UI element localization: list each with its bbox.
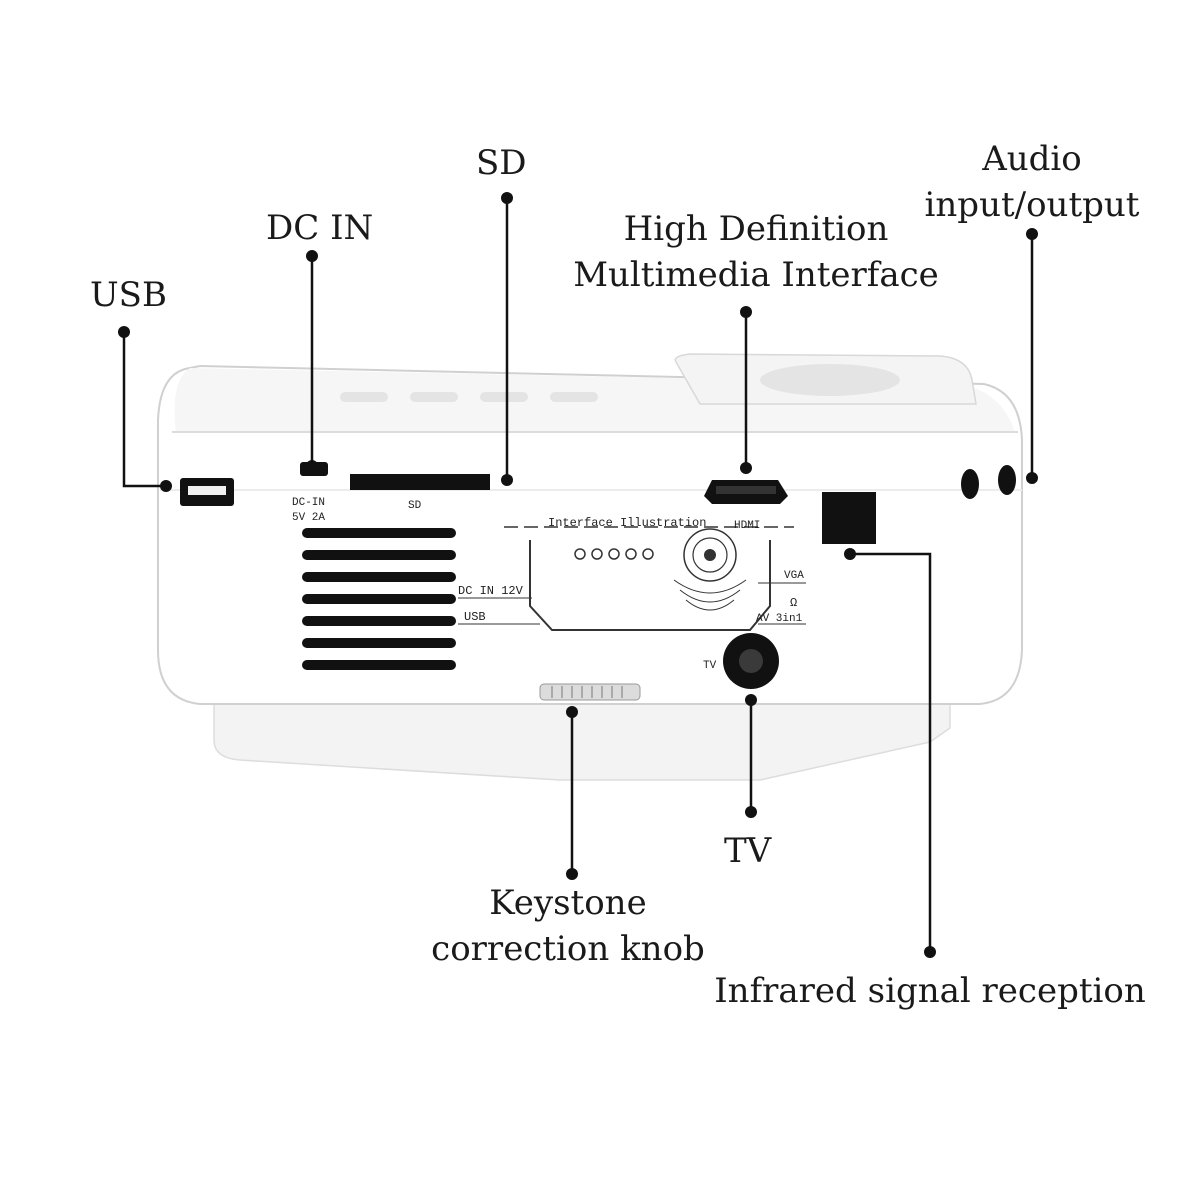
hdmi-label-line2: Multimedia Interface — [573, 255, 939, 295]
illustration-buttons — [574, 548, 654, 560]
projector-base — [213, 687, 951, 781]
illustration-usb-label: USB — [464, 610, 486, 624]
illustration-dcin-label: DC IN 12V — [458, 584, 524, 598]
hdmi-label: High Definition Multimedia Interface — [566, 206, 946, 298]
audio-label-line1: Audio — [982, 139, 1082, 179]
dc-in-port: DC-IN 5V 2A — [292, 462, 328, 524]
leader-dots — [118, 192, 1038, 958]
usb-label: USB — [90, 275, 167, 315]
illustration-headphone-label: Ω — [790, 596, 797, 610]
dc-in-label: DC IN — [266, 208, 374, 248]
leader-lines — [122, 198, 1034, 952]
infrared-label: Infrared signal reception — [714, 971, 1146, 1011]
keystone-label-line2: correction knob — [431, 929, 705, 969]
keystone-label: Keystone correction knob — [420, 880, 716, 972]
audio-label: Audio input/output — [912, 136, 1152, 228]
illustration-title: Interface Illustration — [548, 516, 706, 530]
sd-label: SD — [408, 500, 422, 512]
hdmi-label-line1: High Definition — [623, 209, 889, 249]
interface-illustration — [458, 526, 806, 631]
illustration-vga-label: VGA — [784, 570, 804, 582]
hdmi-port — [704, 480, 788, 504]
illustration-av-label: AV 3in1 — [756, 613, 803, 625]
vent-grille — [302, 528, 456, 670]
infrared-window — [822, 492, 876, 544]
usb-port — [180, 478, 234, 506]
top-buttons — [340, 364, 900, 402]
tv-jack-label: TV — [703, 660, 717, 672]
dcin-label-line2: 5V 2A — [292, 512, 325, 524]
sd-label: SD — [476, 143, 527, 183]
sd-slot: SD — [350, 474, 490, 512]
keystone-label-line1: Keystone — [489, 883, 647, 923]
tv-jack: TV — [703, 633, 779, 689]
audio-label-line2: input/output — [924, 185, 1140, 225]
keystone-knob — [539, 683, 641, 701]
tv-label: TV — [724, 831, 772, 871]
dcin-label-line1: DC-IN — [292, 497, 325, 509]
audio-jacks — [961, 465, 1016, 499]
illustration-hdmi-label: HDMI — [734, 520, 760, 532]
